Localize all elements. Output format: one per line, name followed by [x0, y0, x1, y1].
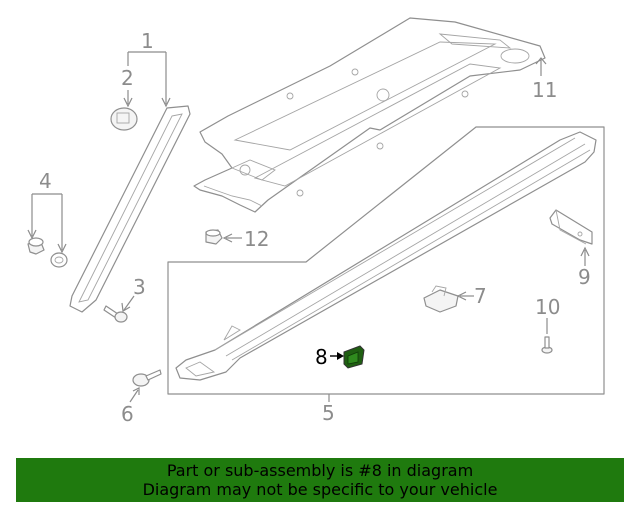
pin-part-10[interactable]	[541, 336, 553, 354]
washer-part-4[interactable]	[50, 252, 68, 268]
clip-part-4[interactable]	[27, 237, 45, 255]
banner-line-part: Part or sub-assembly is #8 in diagram	[166, 461, 474, 480]
callout-11: 11	[532, 78, 557, 102]
callout-8: 8	[315, 345, 328, 369]
callout-4: 4	[39, 169, 52, 193]
pillar-trim[interactable]	[69, 105, 191, 313]
callout-1: 1	[141, 29, 154, 53]
callout-10: 10	[535, 295, 560, 319]
bracket-part-9[interactable]	[549, 209, 593, 245]
callout-3: 3	[133, 275, 146, 299]
rocker-panel-moulding[interactable]	[175, 131, 597, 381]
rocker-assembly-box	[167, 126, 605, 395]
grommet-part-12[interactable]	[205, 229, 223, 245]
callout-2: 2	[121, 66, 134, 90]
part-notice-banner: Part or sub-assembly is #8 in diagram Di…	[16, 458, 624, 502]
callout-6: 6	[121, 402, 134, 426]
callout-7: 7	[474, 284, 487, 308]
callout-5: 5	[322, 401, 335, 425]
banner-line-disclaimer: Diagram may not be specific to your vehi…	[142, 480, 498, 499]
clip-part-7[interactable]	[423, 285, 459, 313]
underbody-panel[interactable]	[193, 17, 546, 213]
clip-part-8[interactable]	[343, 345, 365, 369]
screw-part-3[interactable]	[103, 305, 128, 323]
callout-12: 12	[244, 227, 269, 251]
callout-9: 9	[578, 265, 591, 289]
screw-part-6[interactable]	[132, 369, 162, 387]
parts-diagram: 11 1 2 4 3 6 12	[27, 17, 605, 426]
clip-part-2[interactable]	[110, 107, 138, 131]
